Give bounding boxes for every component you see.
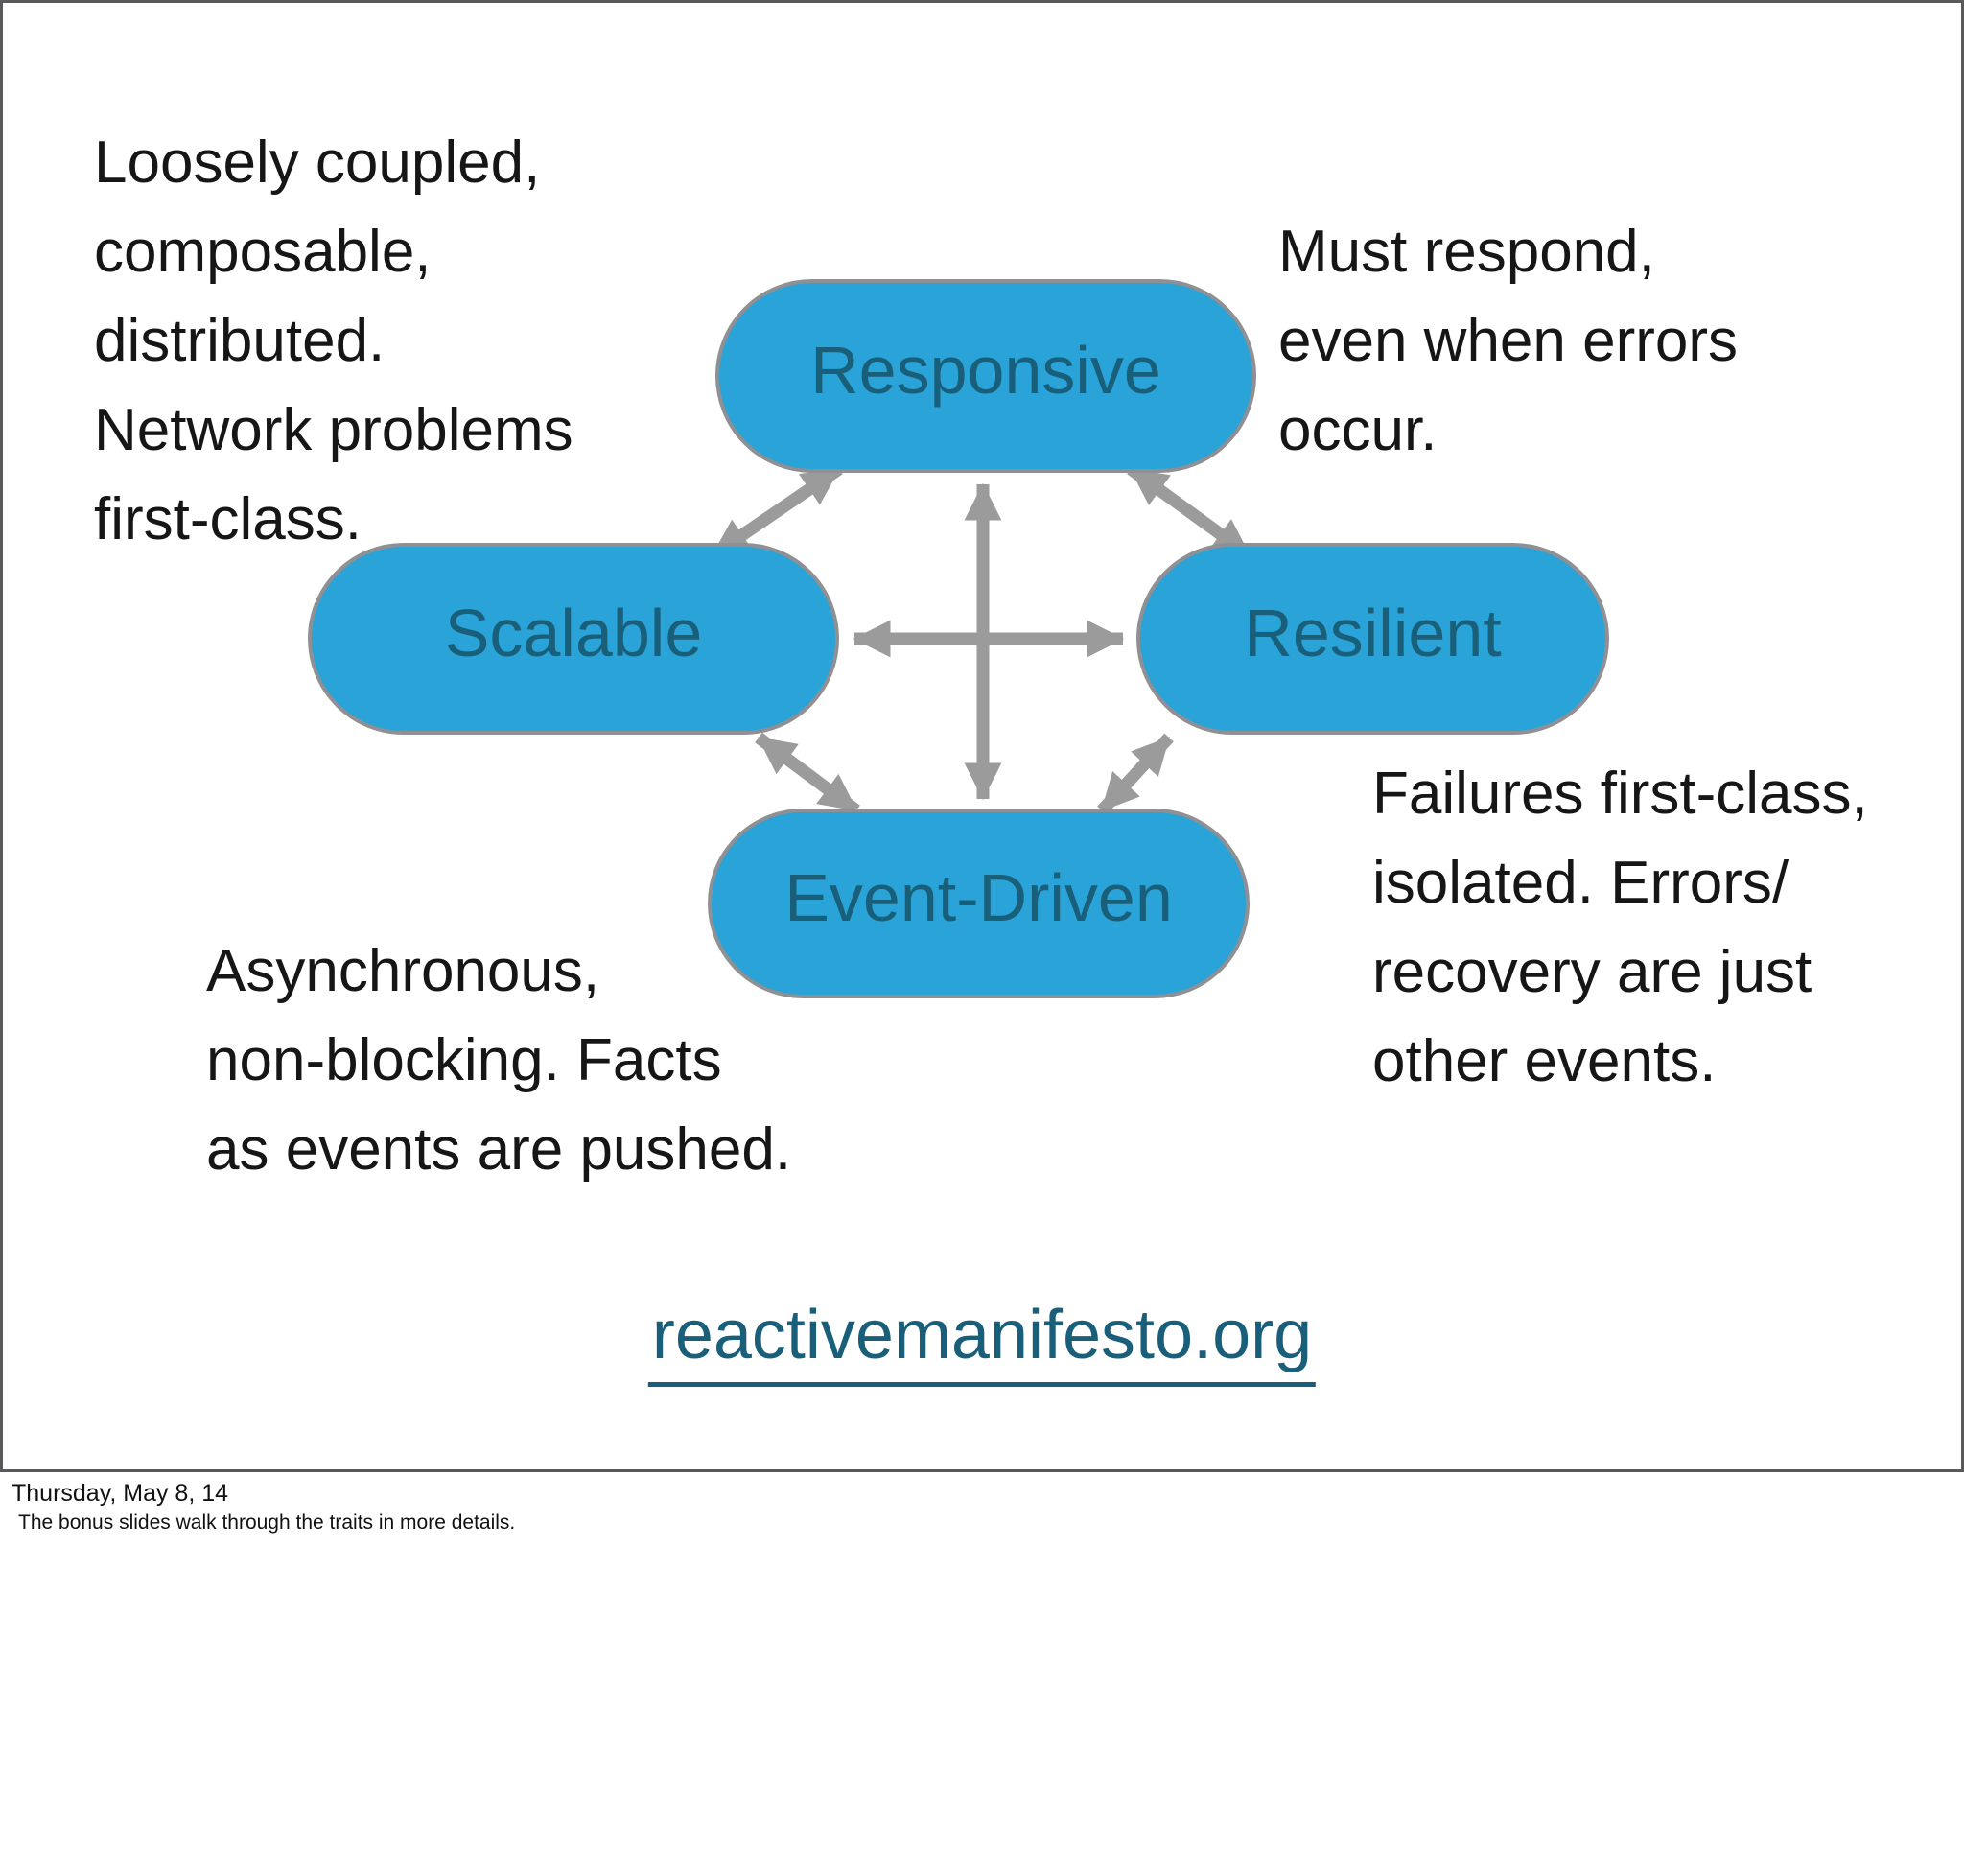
annotation-bottom-left: Asynchronous, non-blocking. Facts as eve… [206,926,791,1194]
node-responsive-label: Responsive [810,333,1161,408]
annotation-line: other events. [1372,1028,1717,1094]
arrow-resilient-eventdriven-icon [1097,733,1174,815]
annotation-line: non-blocking. Facts [206,1027,722,1093]
footer-note: The bonus slides walk through the traits… [18,1512,516,1534]
annotation-top-right: Must respond, even when errors occur. [1278,207,1738,475]
slide-area: Loosely coupled, composable, distributed… [0,0,1964,1472]
annotation-line: first-class. [94,486,362,552]
annotation-top-left: Loosely coupled, composable, distributed… [94,118,573,564]
annotation-line: Loosely coupled, [94,129,541,196]
annotation-line: distributed. [94,308,386,374]
annotation-line: isolated. Errors/ [1372,850,1789,916]
annotation-line: composable, [94,219,432,285]
node-resilient: Resilient [1136,543,1609,735]
reactivemanifesto-link[interactable]: reactivemanifesto.org [647,1296,1317,1387]
annotation-line: Must respond, [1278,219,1655,285]
node-scalable: Scalable [308,543,839,735]
annotation-line: Failures first-class, [1372,761,1868,827]
footer-date: Thursday, May 8, 14 [12,1480,229,1507]
node-resilient-label: Resilient [1244,596,1502,670]
node-responsive: Responsive [715,279,1256,473]
node-event-driven-label: Event-Driven [784,860,1173,935]
annotation-line: Asynchronous, [206,938,600,1004]
arrow-scalable-eventdriven-icon [755,732,860,816]
annotation-line: recovery are just [1372,939,1812,1005]
node-scalable-label: Scalable [444,596,703,670]
node-event-driven: Event-Driven [708,809,1250,998]
annotation-line: even when errors [1278,308,1739,374]
annotation-bottom-right: Failures first-class, isolated. Errors/ … [1372,749,1868,1106]
annotation-line: Network problems [94,397,573,463]
annotation-line: occur. [1278,397,1438,463]
annotation-line: as events are pushed. [206,1116,792,1183]
